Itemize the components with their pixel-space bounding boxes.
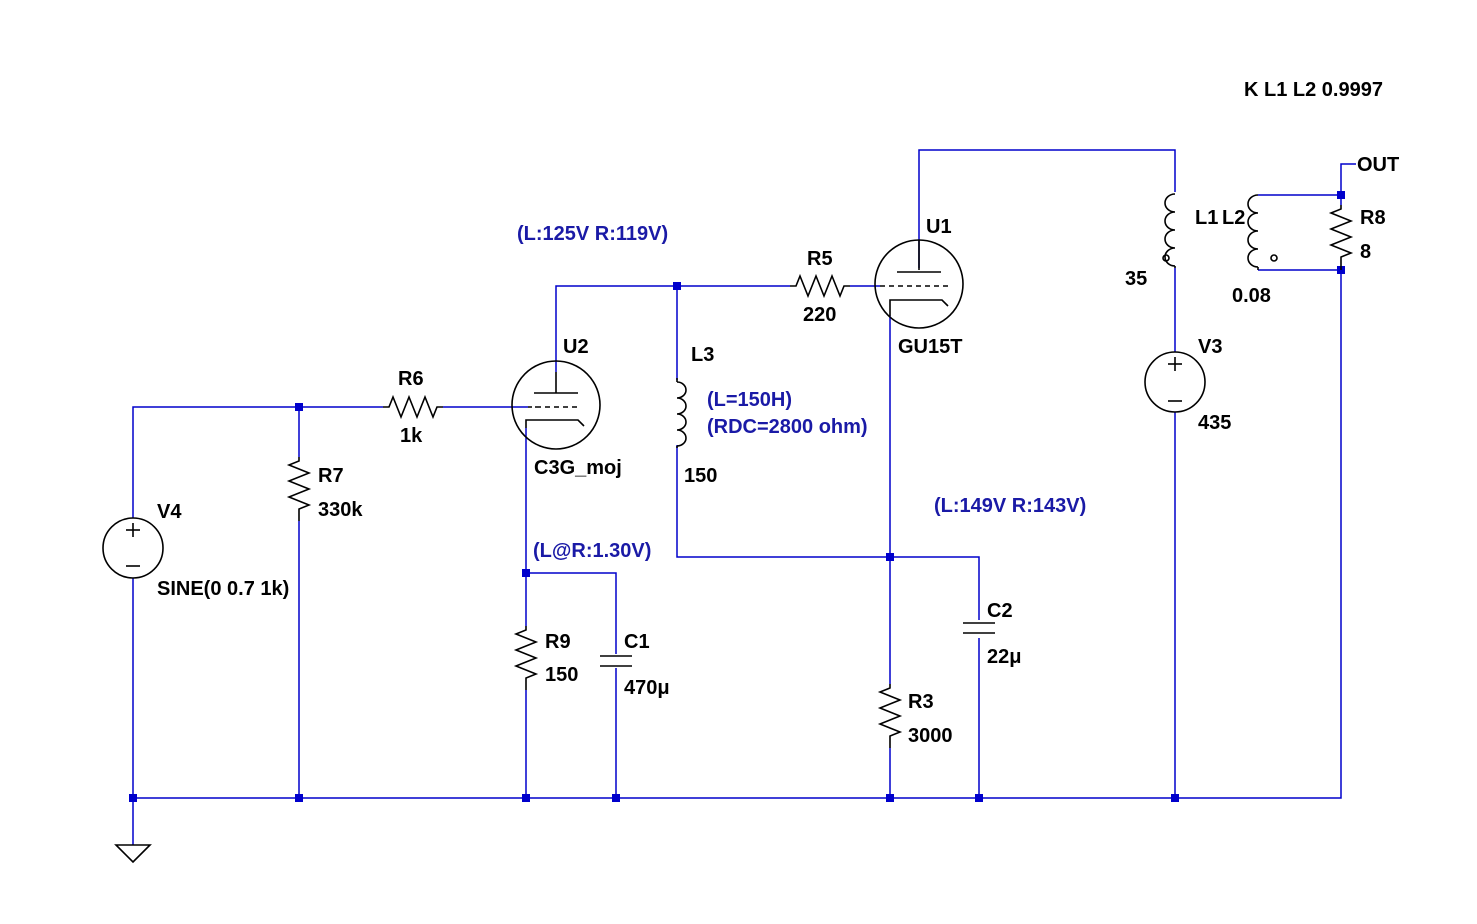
l3-name: L3 (691, 344, 714, 366)
r8-value: 8 (1360, 241, 1371, 263)
l1-value: 35 (1125, 268, 1147, 290)
junction-dot (522, 569, 530, 577)
r9-value: 150 (545, 664, 578, 686)
r9-name: R9 (545, 631, 571, 653)
v4-name: V4 (157, 501, 182, 523)
r6-value: 1k (400, 425, 423, 447)
r3-value: 3000 (908, 725, 953, 747)
inductor-l1 (1162, 193, 1176, 268)
inductor-l3 (676, 378, 687, 448)
ground-symbol (114, 844, 152, 864)
u1-plate-wire (918, 149, 1176, 268)
l3-bottom-wire (676, 445, 980, 620)
l3-value: 150 (684, 465, 717, 487)
wires (132, 149, 1356, 845)
r5-name: R5 (807, 248, 833, 270)
resistor-r9 (513, 626, 539, 690)
r5-value: 220 (803, 304, 836, 326)
junction-dot (522, 794, 530, 802)
junction-dot (886, 794, 894, 802)
c1-value: 470μ (624, 677, 670, 699)
u2-name: U2 (563, 336, 589, 358)
junction-dot (612, 794, 620, 802)
l3-inductance-note: (L=150H) (707, 389, 792, 411)
r6-name: R6 (398, 368, 424, 390)
l2-name: L2 (1222, 207, 1245, 229)
labels: K L1 L2 0.9997 OUT V4 SINE(0 0.7 1k) R7 … (157, 79, 1399, 747)
c1-name: C1 (624, 631, 650, 653)
r8-name: R8 (1360, 207, 1386, 229)
junction-dot (1171, 794, 1179, 802)
v3-name: V3 (1198, 336, 1222, 358)
net-out-label: OUT (1357, 154, 1399, 176)
l1-name: L1 (1195, 207, 1218, 229)
spice-directive: K L1 L2 0.9997 (1244, 79, 1383, 101)
u2-plate-voltage-note: (L:125V R:119V) (517, 223, 668, 245)
u2-plate-wire (555, 285, 790, 372)
c1-top-wire (526, 572, 617, 654)
resistor-r3 (877, 684, 903, 748)
junction-dot (673, 282, 681, 290)
junction-dot (129, 794, 137, 802)
junction-dot (1337, 191, 1345, 199)
r7-value: 330k (318, 499, 363, 521)
junctions (129, 191, 1345, 802)
junction-dot (295, 794, 303, 802)
r3-name: R3 (908, 691, 934, 713)
source-v4 (102, 517, 164, 579)
resistor-r8 (1328, 205, 1354, 270)
r7-name: R7 (318, 465, 344, 487)
u2-cathode-voltage-note: (L@R:1.30V) (533, 540, 651, 562)
v4-value: SINE(0 0.7 1k) (157, 578, 289, 600)
junction-dot (295, 403, 303, 411)
tube-u1 (874, 239, 964, 329)
u2-model: C3G_moj (534, 457, 622, 479)
ground-bus-wire (133, 270, 1342, 799)
v3-value: 435 (1198, 412, 1231, 434)
l3-rdc-note: (RDC=2800 ohm) (707, 416, 868, 438)
tube-u2 (511, 360, 601, 450)
inductor-l2 (1247, 194, 1278, 270)
capacitor-c2 (963, 622, 995, 634)
source-v3 (1144, 351, 1206, 413)
l2-value: 0.08 (1232, 285, 1271, 307)
resistor-r5 (790, 273, 850, 299)
u1-model: GU15T (898, 336, 962, 358)
c2-name: C2 (987, 600, 1013, 622)
resistor-r7 (286, 457, 312, 521)
junction-dot (886, 553, 894, 561)
u1-cathode-voltage-note: (L:149V R:143V) (934, 495, 1086, 517)
u1-name: U1 (926, 216, 952, 238)
junction-dot (975, 794, 983, 802)
capacitor-c1 (600, 655, 632, 667)
resistor-r6 (383, 394, 443, 420)
c2-value: 22μ (987, 646, 1021, 668)
